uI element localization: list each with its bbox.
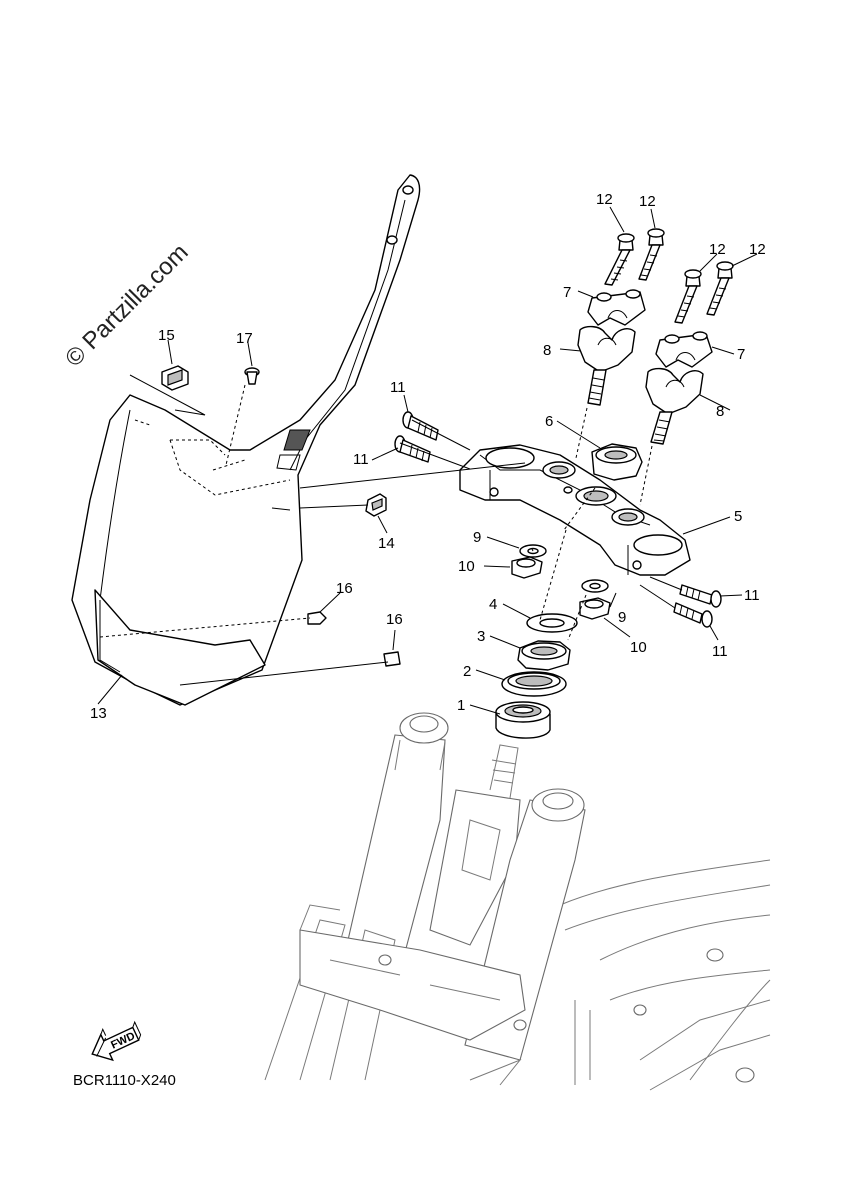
clip-15 (161, 365, 189, 391)
number-plate (71, 174, 421, 706)
bolt-11-a (402, 411, 439, 441)
bolt-12-b (638, 228, 665, 281)
callout-8-a: 8 (543, 342, 551, 359)
stem-nut-6 (591, 443, 643, 481)
callout-12-a: 12 (596, 191, 613, 208)
diagram-code: BCR1110-X240 (73, 1072, 176, 1089)
callout-7-a: 7 (563, 284, 571, 301)
bolt-12-d (706, 261, 734, 316)
bolt-11-c (679, 584, 722, 608)
grommet-16-a (307, 611, 327, 625)
fwd-arrow-icon: FWD (91, 1020, 142, 1062)
callout-11-d: 11 (712, 643, 728, 660)
fork-and-frame-background (264, 712, 771, 1091)
callout-12-c: 12 (709, 241, 726, 258)
bolt-11-d (673, 602, 713, 628)
washer-4 (526, 613, 578, 633)
screw-17 (244, 367, 260, 385)
partzilla-watermark: © Partzilla.com (60, 239, 193, 372)
callout-6: 6 (545, 413, 553, 430)
callout-15: 15 (158, 327, 175, 344)
callout-10-b: 10 (630, 639, 647, 656)
callout-11-a: 11 (390, 379, 406, 396)
clip-14 (365, 493, 387, 517)
grommet-16-b (383, 651, 401, 667)
callout-16-a: 16 (336, 580, 353, 597)
assembly-lines (99, 374, 683, 686)
upper-triple-clamp (459, 444, 691, 576)
callout-9-a: 9 (473, 529, 481, 546)
callout-2: 2 (463, 663, 471, 680)
callout-12-d: 12 (749, 241, 766, 258)
callout-labels: 1 2 3 4 5 6 7 7 8 8 9 9 10 10 11 11 11 1… (90, 191, 766, 722)
callout-5: 5 (734, 508, 742, 525)
callout-3: 3 (477, 628, 485, 645)
nut-10-b (579, 597, 611, 620)
callout-11-b: 11 (353, 451, 369, 468)
callout-12-b: 12 (639, 193, 656, 210)
callout-8-b: 8 (716, 403, 724, 420)
upper-holder-7-a (587, 289, 646, 326)
ring-nut-3 (517, 640, 571, 671)
callout-7-b: 7 (737, 346, 745, 363)
washer-9-b (581, 579, 609, 593)
callout-17: 17 (236, 330, 253, 347)
nut-10-a (511, 556, 543, 579)
fwd-label: FWD (109, 1030, 137, 1051)
lower-holder-8-b (645, 367, 704, 445)
callout-9-b: 9 (618, 609, 626, 626)
bolt-12-c (674, 269, 702, 324)
callout-16-b: 16 (386, 611, 403, 628)
callout-4: 4 (489, 596, 497, 613)
bearing-1 (495, 701, 551, 739)
upper-holder-7-b (655, 331, 713, 368)
callout-14: 14 (378, 535, 395, 552)
callout-11-c: 11 (744, 587, 760, 604)
callout-10-a: 10 (458, 558, 475, 575)
bolt-11-b (394, 435, 431, 463)
callout-1: 1 (457, 697, 465, 714)
bolt-12-a (604, 233, 635, 286)
leader-lines (97, 206, 758, 715)
dust-seal-2 (501, 671, 567, 697)
lower-holder-8-a (577, 325, 636, 406)
callout-13: 13 (90, 705, 107, 722)
